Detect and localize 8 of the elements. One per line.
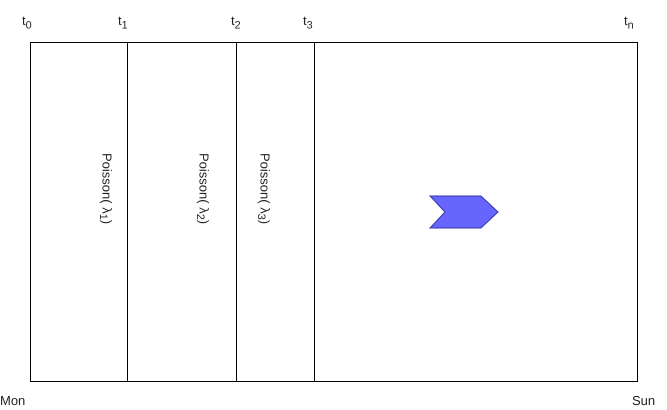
time-mark-label: t$_{n}$ bbox=[624, 14, 634, 32]
time-mark-label: t$_{2}$ bbox=[231, 14, 241, 32]
day-label: Mon bbox=[0, 394, 26, 407]
time-mark-label: t$_{3}$ bbox=[303, 14, 313, 32]
time-mark-label: t$_{1}$ bbox=[118, 14, 128, 32]
time-mark-label: t$_{0}$ bbox=[22, 14, 32, 32]
day-label: Sun bbox=[632, 394, 656, 407]
timeline-frame bbox=[30, 42, 638, 382]
